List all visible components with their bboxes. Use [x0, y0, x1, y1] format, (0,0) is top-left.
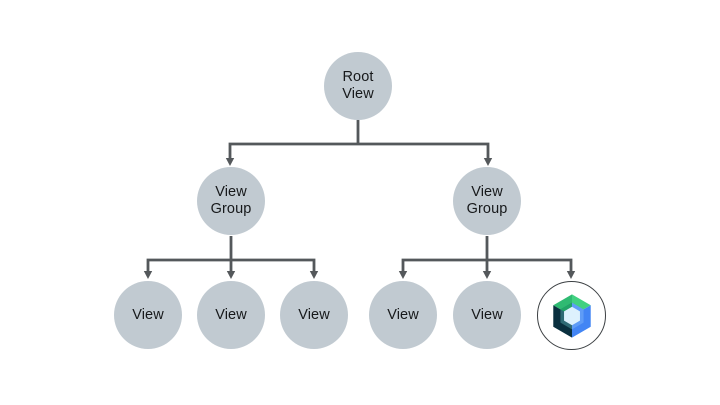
node-view-left-1-label: View [132, 306, 164, 323]
jetpack-compose-icon [552, 293, 591, 338]
node-view-group-right: View Group [453, 167, 521, 235]
node-view-group-left-label: View Group [210, 184, 252, 217]
node-view-right-1-label: View [387, 306, 419, 323]
node-view-left-1: View [114, 281, 182, 349]
node-view-group-right-label: View Group [466, 184, 508, 217]
node-view-left-3-label: View [298, 306, 330, 323]
node-view-left-3: View [280, 281, 348, 349]
node-view-group-left: View Group [197, 167, 265, 235]
node-compose-view [537, 281, 606, 350]
node-view-right-1: View [369, 281, 437, 349]
node-view-left-2-label: View [215, 306, 247, 323]
node-root-view: Root View [324, 52, 392, 120]
node-view-right-2-label: View [471, 306, 503, 323]
node-root-view-label: Root View [342, 69, 374, 102]
node-view-left-2: View [197, 281, 265, 349]
node-view-right-2: View [453, 281, 521, 349]
